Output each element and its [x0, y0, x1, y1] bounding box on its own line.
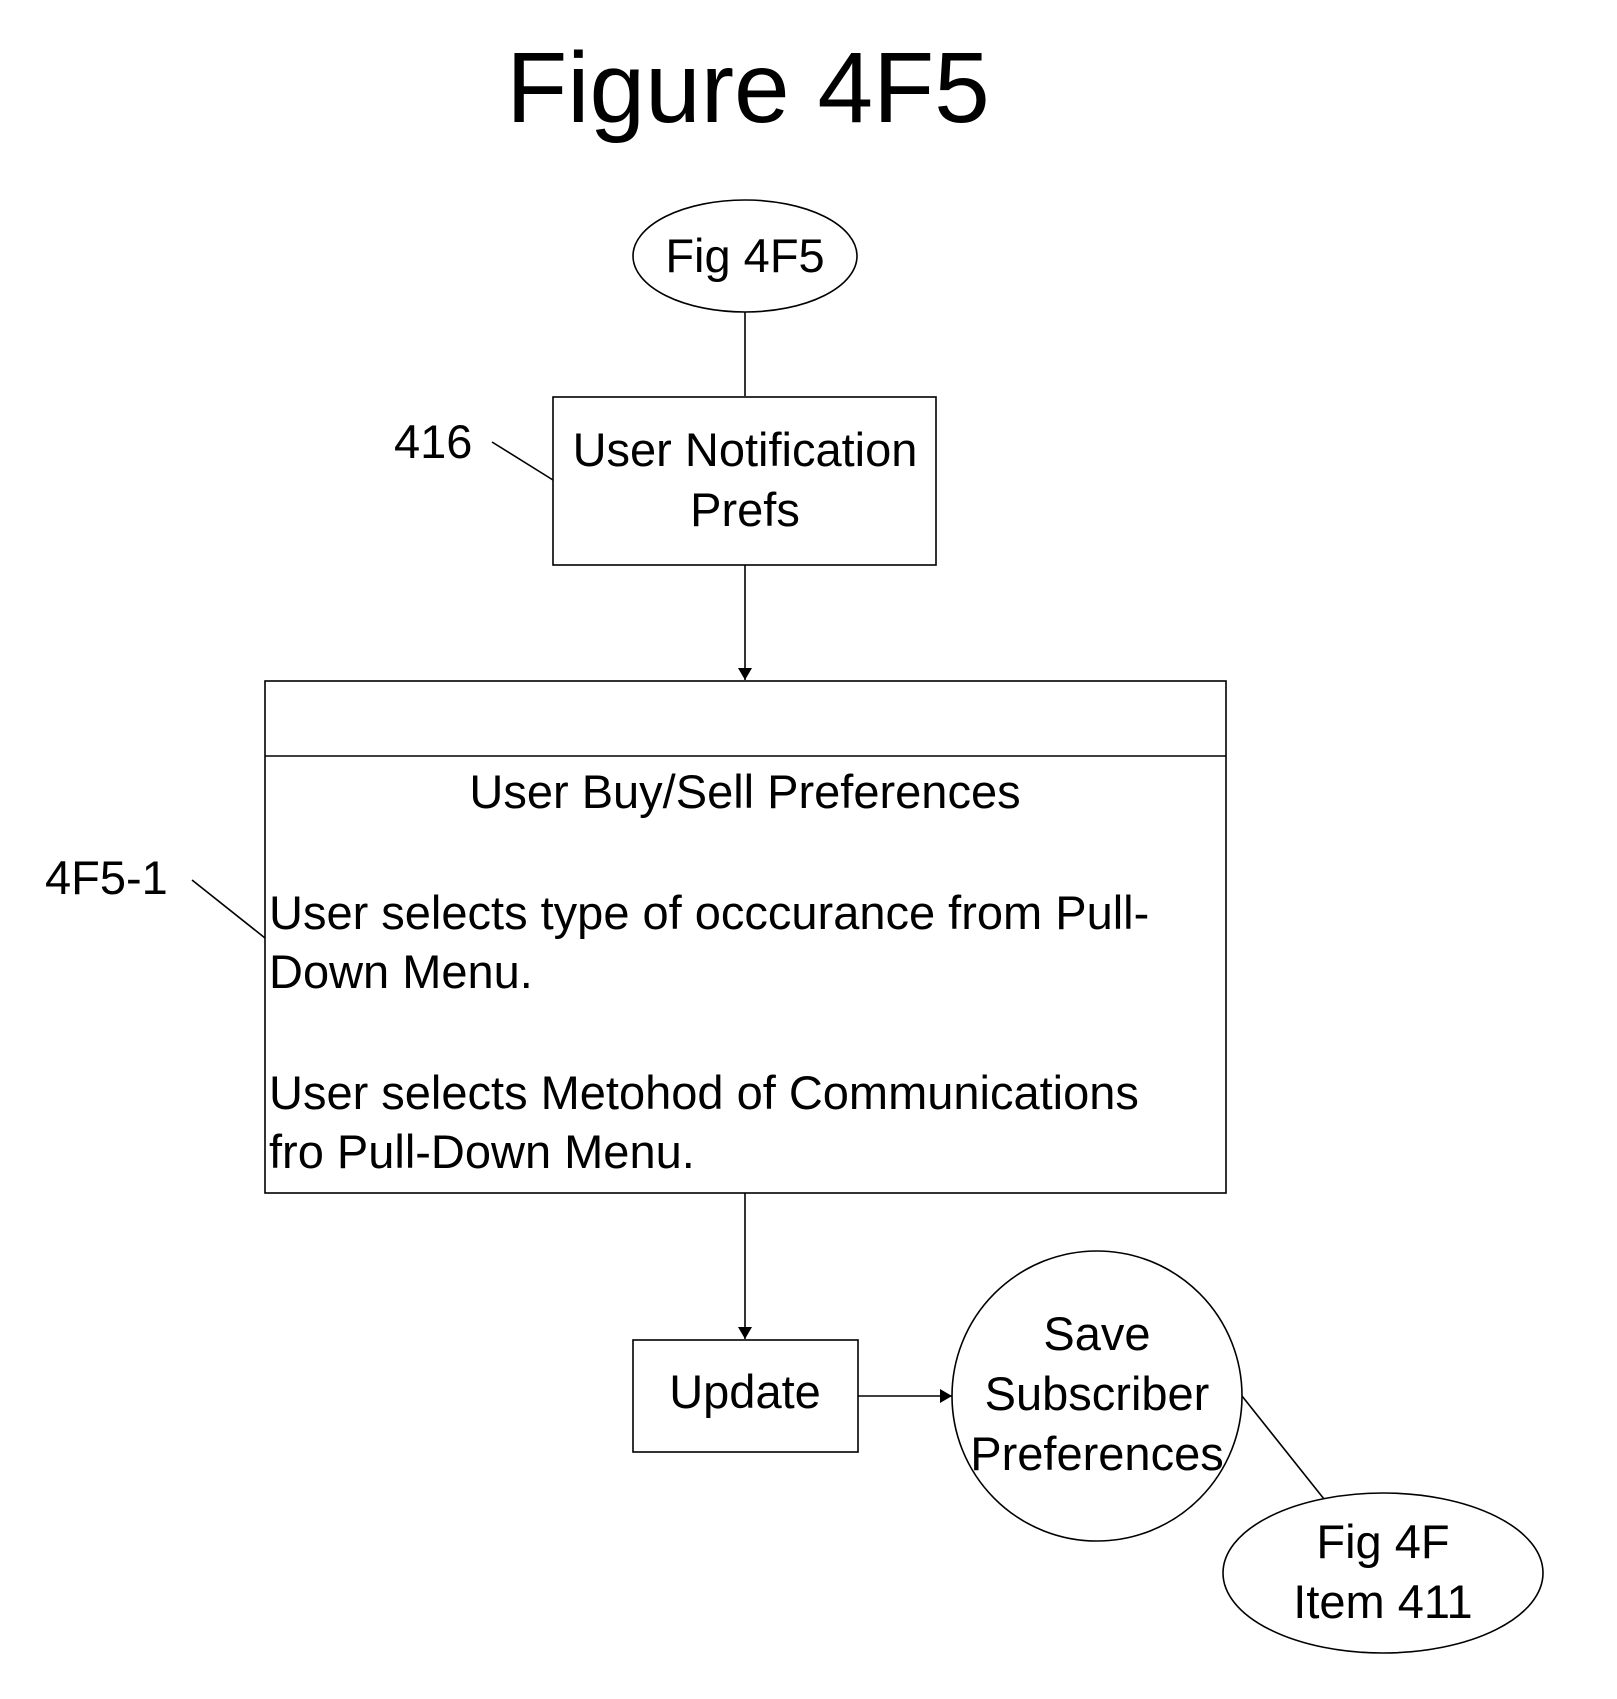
connector-save-to-end	[1242, 1396, 1324, 1499]
figure-title: Figure 4F5	[506, 32, 990, 144]
ref-leader-4f5-1	[192, 880, 265, 938]
step-416: User Notification Prefs	[553, 397, 936, 565]
step-416-line-2: Prefs	[690, 483, 800, 536]
update-step: Update	[633, 1340, 858, 1452]
step-4f5-1-text-2-line-1: User selects Metohod of Communications	[269, 1066, 1139, 1119]
start-terminator: Fig 4F5	[633, 200, 857, 312]
step-4f5-1-text-1-line-2: Down Menu.	[269, 945, 533, 998]
step-416-line-1: User Notification	[573, 423, 918, 476]
start-terminator-label: Fig 4F5	[665, 229, 824, 282]
save-line-1: Save	[1043, 1307, 1150, 1360]
end-terminator-line-2: Item 411	[1293, 1575, 1472, 1628]
step-4f5-1-text-2-line-2: fro Pull-Down Menu.	[269, 1125, 695, 1178]
save-subscriber-preferences: Save Subscriber Preferences	[952, 1251, 1242, 1541]
step-4f5-1: User Buy/Sell Preferences User selects t…	[265, 681, 1226, 1193]
save-line-2: Subscriber	[985, 1367, 1210, 1420]
update-label: Update	[669, 1365, 821, 1418]
save-line-3: Preferences	[970, 1427, 1223, 1480]
ref-leader-416	[492, 442, 553, 480]
end-terminator-line-1: Fig 4F	[1316, 1515, 1449, 1568]
step-4f5-1-header: User Buy/Sell Preferences	[469, 765, 1020, 818]
step-4f5-1-text-1-line-1: User selects type of occcurance from Pul…	[269, 886, 1149, 939]
ref-label-4f5-1: 4F5-1	[45, 851, 168, 904]
end-terminator: Fig 4F Item 411	[1223, 1493, 1543, 1653]
ref-label-416: 416	[394, 415, 472, 468]
